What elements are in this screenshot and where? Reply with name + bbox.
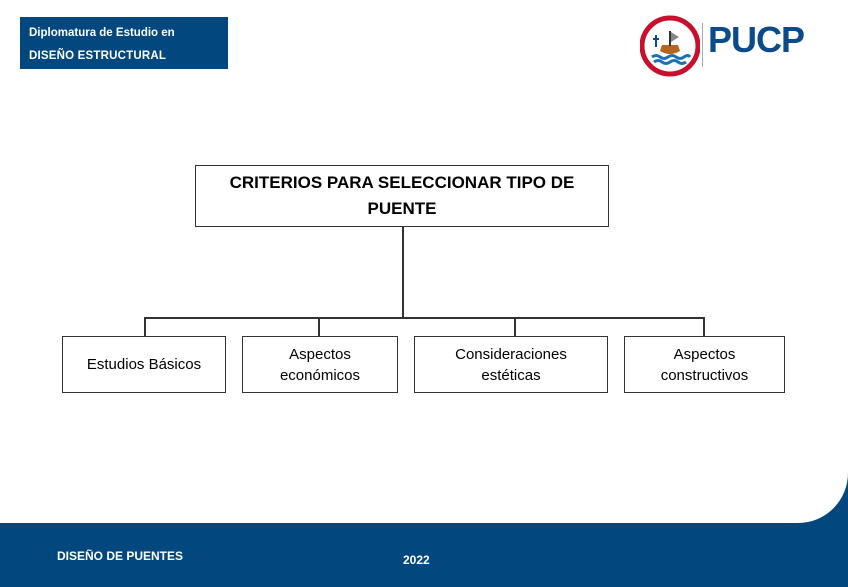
connector-drop-1 xyxy=(144,317,146,337)
connector-drop-3 xyxy=(514,317,516,337)
child-node-label: Consideraciones estéticas xyxy=(455,345,567,384)
footer-course: DISEÑO DE PUENTES xyxy=(57,549,184,563)
footer-bar: DISEÑO DE PUENTES 2022 xyxy=(0,523,848,587)
program-line-2: DISEÑO ESTRUCTURAL xyxy=(29,50,167,62)
child-node-label: Aspectos económicos xyxy=(279,345,361,384)
root-node: CRITERIOS PARA SELECCIONAR TIPO DE PUENT… xyxy=(195,165,609,227)
root-node-label: CRITERIOS PARA SELECCIONAR TIPO DE PUENT… xyxy=(229,173,575,218)
child-node: Aspectos económicos xyxy=(242,336,398,393)
pucp-seal-icon xyxy=(640,15,700,77)
connector-drop-2 xyxy=(318,317,320,337)
connector-drop-4 xyxy=(703,317,705,337)
program-banner: Diplomatura de Estudio en DISEÑO ESTRUCT… xyxy=(20,17,228,69)
footer-year: 2022 xyxy=(403,553,430,567)
connector-bus xyxy=(144,317,705,319)
pucp-logo: PUCP xyxy=(640,15,830,77)
pucp-wordmark: PUCP xyxy=(708,19,805,60)
program-line-1: Diplomatura de Estudio en xyxy=(29,27,175,39)
child-node-label: Estudios Básicos xyxy=(86,356,202,373)
child-node: Consideraciones estéticas xyxy=(414,336,608,393)
child-node-label: Aspectos constructivos xyxy=(660,345,749,384)
child-node: Estudios Básicos xyxy=(62,336,226,393)
child-node: Aspectos constructivos xyxy=(624,336,785,393)
logo-divider xyxy=(702,23,703,67)
connector-trunk xyxy=(402,226,404,319)
